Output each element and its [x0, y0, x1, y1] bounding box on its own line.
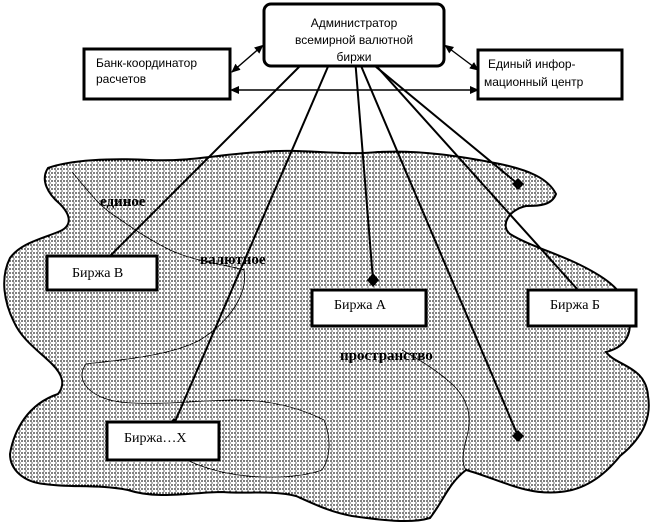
arrow-admin-info — [444, 44, 479, 71]
bank-line-1: Банк-координатор — [96, 56, 197, 70]
exchange-x-label: Биржа…Х — [124, 431, 187, 446]
info-line-1: Единый инфор- — [488, 57, 576, 71]
endpoint-south — [512, 430, 524, 442]
administrator-box: Администратор всемирной валютной биржи — [262, 2, 446, 68]
info-line-2: мационный центр — [484, 75, 584, 89]
line-admin-to-point-east — [357, 51, 519, 185]
exchange-a-box: Биржа А — [310, 288, 428, 328]
exchange-bb-box: Биржа Б — [526, 288, 638, 328]
bank-line-2: расчетов — [96, 72, 146, 86]
exchange-b-label: Биржа В — [72, 266, 123, 281]
region-inner-boundary-right — [401, 349, 470, 471]
region-word-single: единое — [100, 194, 146, 210]
top-arrows — [230, 44, 479, 94]
arrow-admin-bank — [231, 44, 264, 73]
exchange-bb-label: Биржа Б — [550, 298, 600, 313]
line-admin-to-point-south — [355, 53, 519, 437]
administrator-line-1: Администратор — [311, 16, 398, 30]
info-center-box: Единый инфор- мационный центр — [476, 48, 624, 101]
region-inner-boundary — [71, 171, 330, 478]
endpoint-exchange-a — [367, 273, 379, 287]
administrator-line-2: всемирной валютной — [295, 33, 413, 47]
line-admin-to-exchange-x — [173, 47, 337, 425]
connector-lines — [107, 47, 579, 437]
line-admin-to-exchange-a — [354, 57, 374, 281]
exchange-a-label: Биржа А — [334, 298, 387, 313]
line-admin-to-exchange-b — [107, 47, 319, 259]
exchange-b-box: Биржа В — [45, 254, 159, 292]
endpoint-east — [512, 178, 524, 190]
bank-coordinator-box: Банк-координатор расчетов — [82, 47, 232, 101]
region-word-currency: валютное — [200, 252, 266, 268]
administrator-line-3: биржи — [337, 50, 372, 64]
exchange-x-box: Биржа…Х — [105, 420, 221, 462]
region-word-space: пространство — [340, 348, 433, 364]
